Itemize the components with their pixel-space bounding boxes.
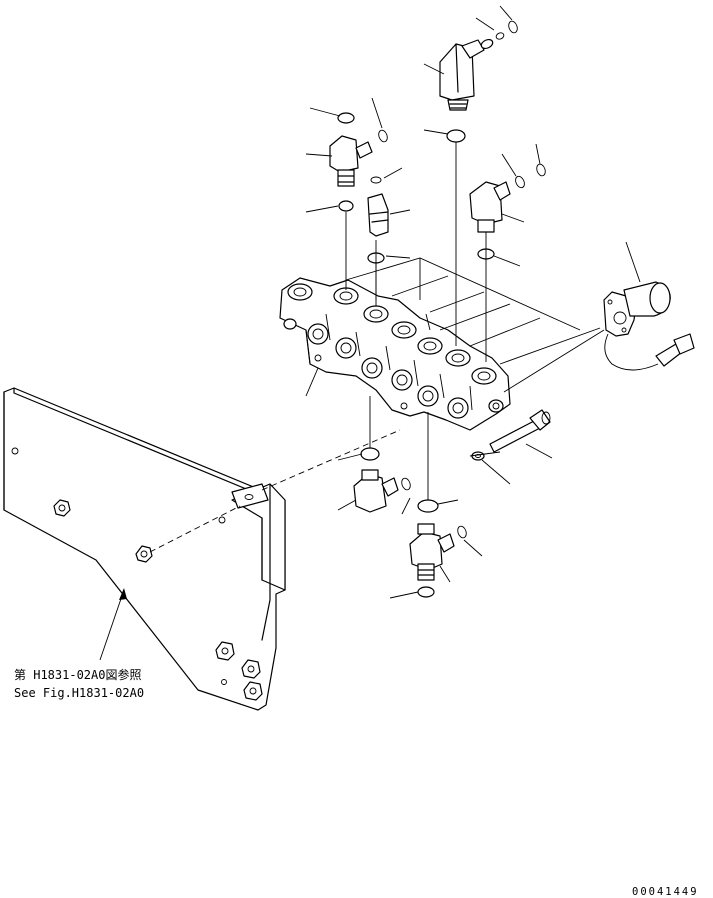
reference-note-japanese: 第 H1831-02A0図参照 (14, 667, 141, 682)
lower-fitting-icon (353, 447, 411, 513)
nipple-icon (367, 176, 389, 237)
nut-icon (243, 681, 263, 701)
nut-icon (215, 641, 235, 661)
nut-icon (241, 659, 261, 679)
solenoid-icon (603, 281, 695, 371)
nut-icon (135, 545, 153, 563)
assembly-lines (261, 142, 605, 500)
pressure-switch-icon (439, 20, 518, 111)
fitting-icon (329, 129, 388, 187)
washer-icon (471, 451, 485, 461)
nut-icon (53, 499, 71, 517)
reference-leader (99, 588, 127, 661)
lower-elbow-fitting-icon (409, 499, 467, 598)
elbow-fitting-icon (469, 163, 546, 233)
drawing-number: 00041449 (632, 886, 699, 898)
o-ring-icon (337, 112, 495, 264)
reference-note-english: See Fig.H1831-02A0 (14, 686, 144, 700)
leader-lines (305, 5, 641, 599)
valve-manifold (279, 277, 511, 431)
bolt-icon (489, 409, 551, 453)
mounting-bracket (3, 387, 286, 711)
